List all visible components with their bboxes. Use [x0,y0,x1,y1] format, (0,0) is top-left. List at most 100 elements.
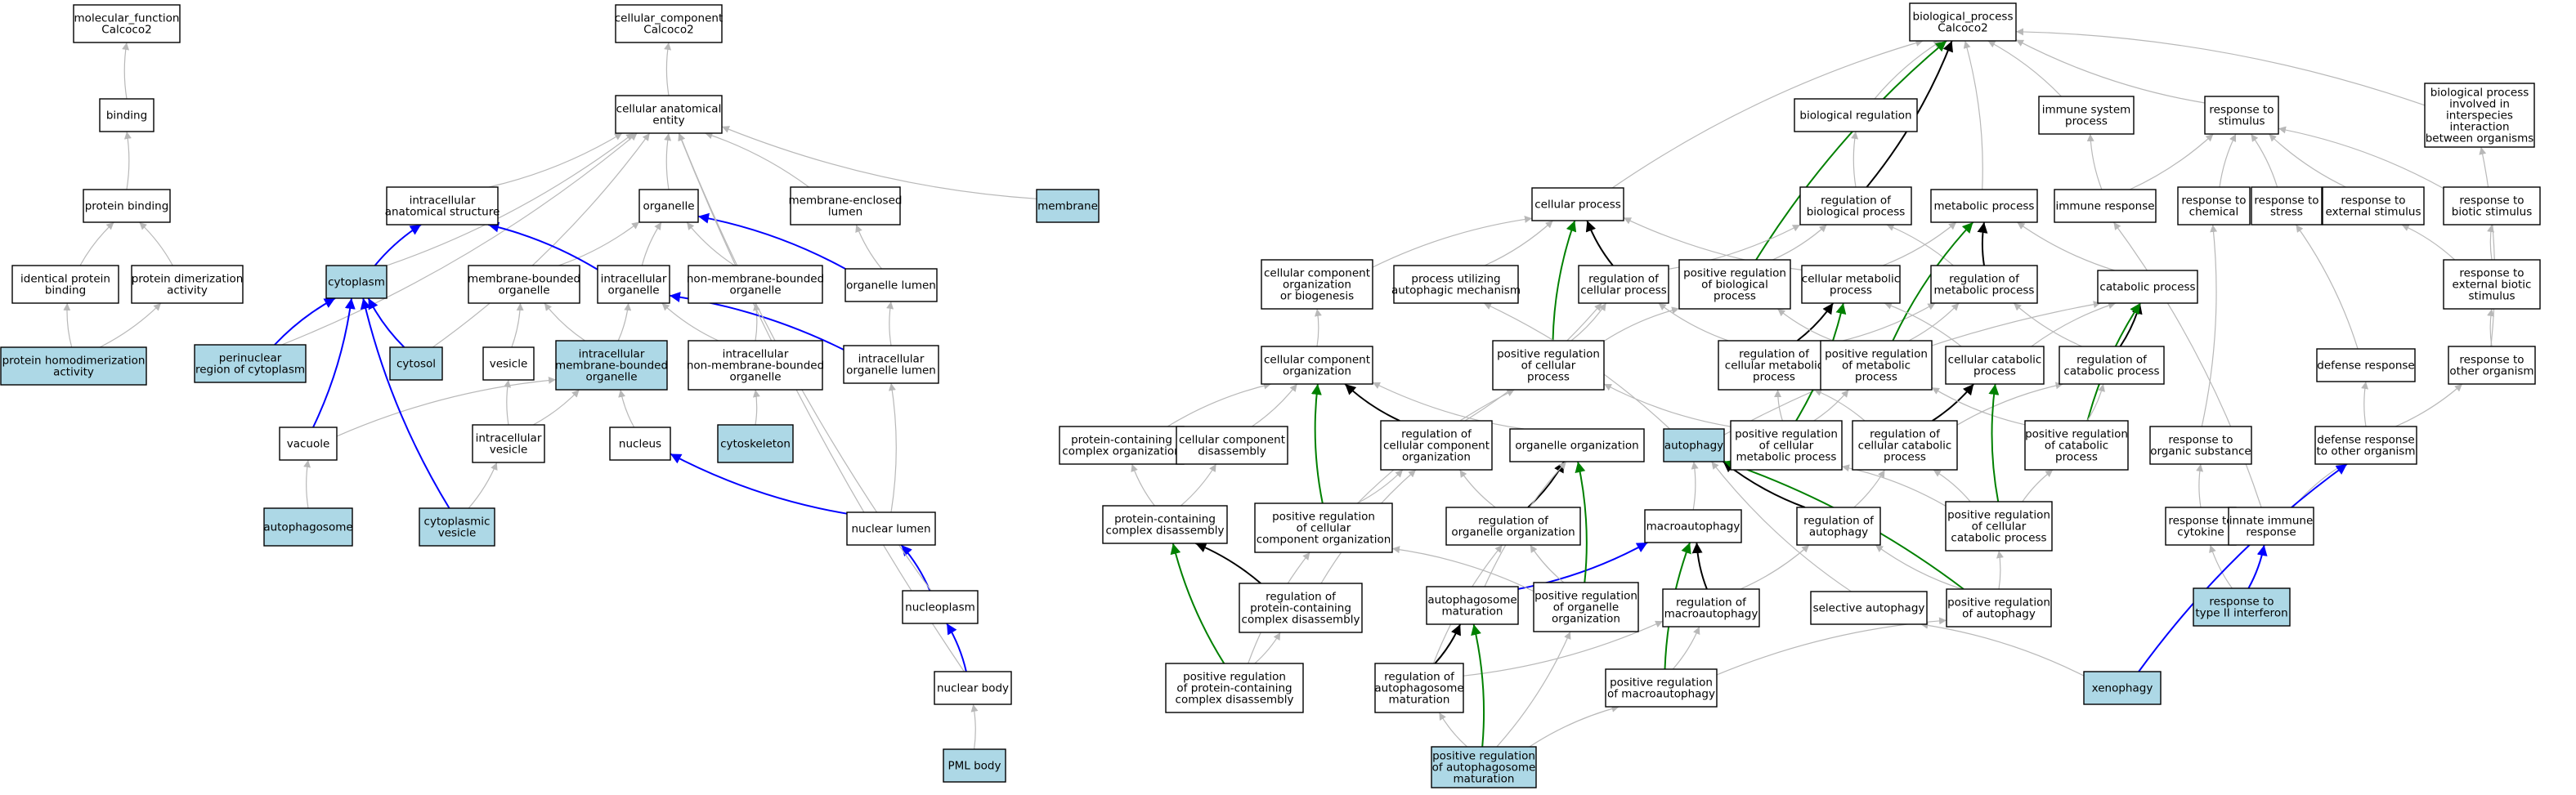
node-label-line: defense response [2317,434,2414,447]
go-term-node-autophagy[interactable]: autophagy [1663,428,1725,462]
go-term-node-macroautophagy[interactable]: macroautophagy [1644,509,1742,543]
go-term-node-metabolic-process[interactable]: metabolic process [1930,189,2038,223]
go-term-node-autophagosome[interactable]: autophagosome [263,507,353,547]
edge-is-a-positive-regulation-of-cellular-metabolic-process-to-regulation-of-cellular-metabolic-process [1774,389,1783,422]
go-term-node-membrane[interactable]: membrane [1036,189,1100,223]
node-label-line: binding [106,109,147,123]
go-term-node-organelle-lumen[interactable]: organelle lumen [844,268,938,302]
node-label-line: organelle [585,371,637,384]
node-box [2322,186,2425,226]
go-term-node-protein-binding[interactable]: protein binding [83,189,171,223]
go-term-node-nuclear-body[interactable]: nuclear body [934,671,1012,705]
go-term-node-pml-body[interactable]: PML body [943,748,1006,783]
go-term-node-vesicle[interactable]: vesicle [482,346,535,381]
go-term-node-biological-regulation[interactable]: biological regulation [1794,98,1918,132]
go-term-node-nuclear-lumen[interactable]: nuclear lumen [846,511,936,546]
go-term-node-defense-response[interactable]: defense response [2316,348,2416,382]
go-term-node-cytoplasm[interactable]: cytoplasm [325,265,388,299]
go-term-node-nucleoplasm[interactable]: nucleoplasm [902,590,979,624]
node-label-line: cytosol [396,358,436,371]
go-term-node-organelle[interactable]: organelle [638,189,699,223]
go-term-node-nucleus[interactable]: nucleus [609,427,671,461]
go-term-node-intracellular-non-membrane-bounded-organelle[interactable]: intracellularnon-membrane-boundedorganel… [687,340,824,391]
go-term-node-binding[interactable]: binding [99,98,155,132]
go-term-node-cytoskeleton[interactable]: cytoskeleton [717,424,794,463]
go-term-node-cellular-process[interactable]: cellular process [1531,187,1624,221]
edge-is-a-membrane-to-cellular-anatomical-entity [721,126,1037,199]
go-term-node-vacuole[interactable]: vacuole [279,427,338,461]
go-term-node-organelle-organization[interactable]: organelle organization [1509,428,1645,462]
go-term-node-immune-response[interactable]: immune response [2054,189,2157,223]
go-term-node-selective-autophagy[interactable]: selective autophagy [1810,591,1928,625]
go-term-node-catabolic-process[interactable]: catabolic process [2097,270,2198,304]
node-box [194,344,307,383]
go-term-node-cytosol[interactable]: cytosol [389,346,443,381]
go-term-node-xenophagy[interactable]: xenophagy [2083,671,2162,705]
